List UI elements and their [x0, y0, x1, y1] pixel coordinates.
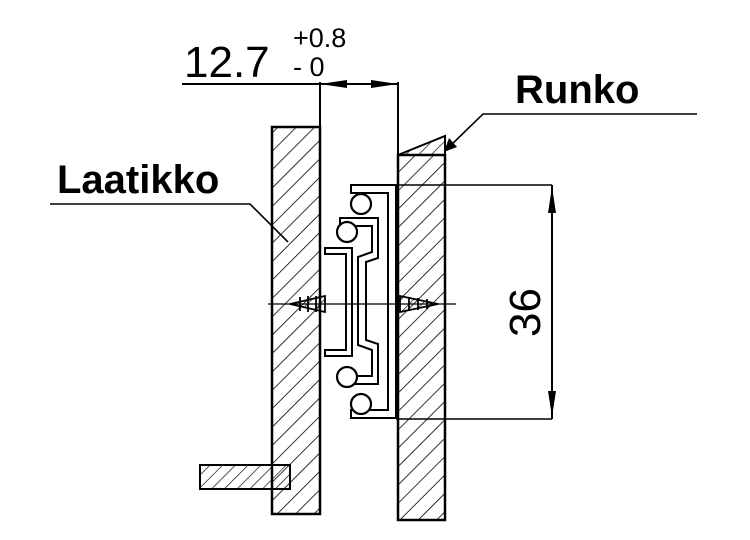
- height-dimension-line: [548, 185, 556, 419]
- gap-tolerance-minus: - 0: [293, 52, 325, 82]
- bearing-ball: [335, 220, 359, 244]
- drawer-leader-line: [50, 203, 289, 243]
- drawer-bottom-panel: [199, 464, 291, 490]
- rail-height-value: 36: [501, 288, 550, 337]
- slide-rail-assembly: [324, 184, 397, 419]
- gap-tolerance-plus: +0.8: [293, 23, 346, 53]
- drawer-label: Laatikko: [57, 158, 219, 202]
- cabinet-rail-member: [350, 184, 397, 419]
- cabinet-side-panel: [396, 134, 447, 522]
- ball-bearings: [335, 192, 373, 416]
- drawer-rail-member: [324, 247, 353, 357]
- bearing-ball: [335, 365, 359, 389]
- bearing-ball: [349, 192, 373, 216]
- drawer-side-panel: [270, 125, 322, 516]
- gap-dimension-line: [182, 80, 398, 88]
- frame-leader-line: [444, 113, 697, 152]
- frame-label: Runko: [515, 68, 639, 112]
- gap-dimension-value: 12.7: [184, 38, 270, 87]
- bearing-ball: [349, 392, 373, 416]
